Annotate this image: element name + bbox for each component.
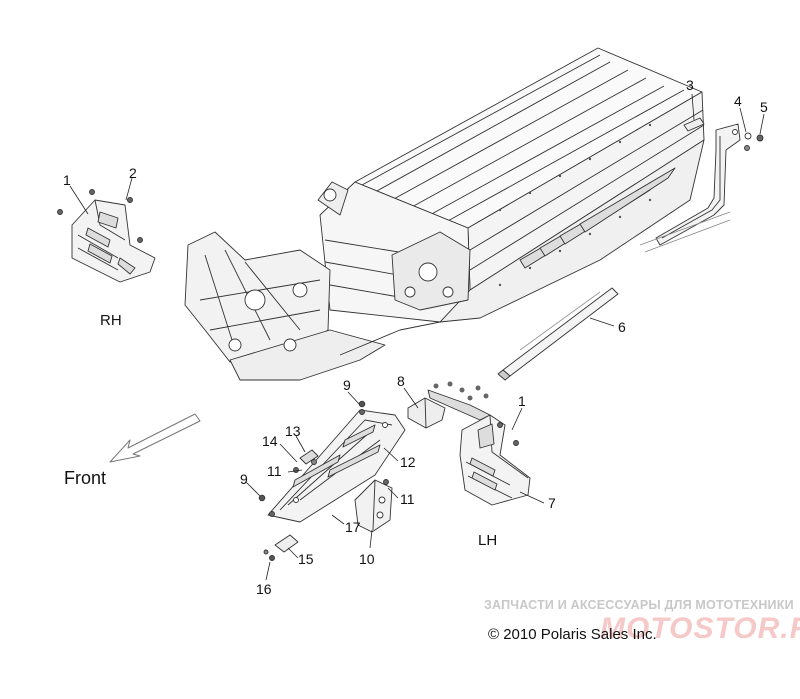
front-arrow-icon xyxy=(109,413,201,463)
label-front: Front xyxy=(64,468,107,488)
callout-17: 17 xyxy=(345,519,361,535)
callout-16: 16 xyxy=(256,581,272,597)
callout-6: 6 xyxy=(618,319,626,335)
bracket-10 xyxy=(354,479,393,533)
callout-11-right: 11 xyxy=(400,491,415,507)
watermark-brand: MOTOSTOR.RU xyxy=(600,612,800,645)
running-board-support xyxy=(267,409,406,523)
callout-1-rh: 1 xyxy=(63,172,71,188)
label-lh: LH xyxy=(478,532,498,549)
copyright-text: © 2010 Polaris Sales Inc. xyxy=(488,626,657,643)
callout-7: 7 xyxy=(548,495,556,511)
callout-15: 15 xyxy=(298,551,314,567)
rear-bumper-bracket xyxy=(639,117,764,253)
chassis-tunnel xyxy=(184,47,705,381)
callout-14: 14 xyxy=(262,433,278,449)
tunnel-rail xyxy=(497,287,619,381)
callout-8: 8 xyxy=(397,373,405,389)
rh-foot-guard xyxy=(57,189,156,283)
callout-3: 3 xyxy=(686,77,694,93)
callout-12: 12 xyxy=(400,454,416,470)
callout-13: 13 xyxy=(285,423,301,439)
hardware-small xyxy=(258,400,366,561)
callout-11-left: 11 xyxy=(267,463,282,479)
leader-lines xyxy=(69,93,765,581)
callout-1-lh: 1 xyxy=(518,393,526,409)
callout-4: 4 xyxy=(734,93,742,109)
callout-5: 5 xyxy=(760,99,768,115)
watermark-tagline: ЗАПЧАСТИ И АКСЕССУАРЫ ДЛЯ МОТОТЕХНИКИ xyxy=(484,598,794,612)
bracket-8 xyxy=(407,381,491,429)
callout-10: 10 xyxy=(359,551,375,567)
callout-9-top: 9 xyxy=(343,377,351,393)
lh-foot-guard xyxy=(459,414,531,506)
label-rh: RH xyxy=(100,312,122,329)
callout-9-left: 9 xyxy=(240,471,248,487)
callout-2: 2 xyxy=(129,165,137,181)
